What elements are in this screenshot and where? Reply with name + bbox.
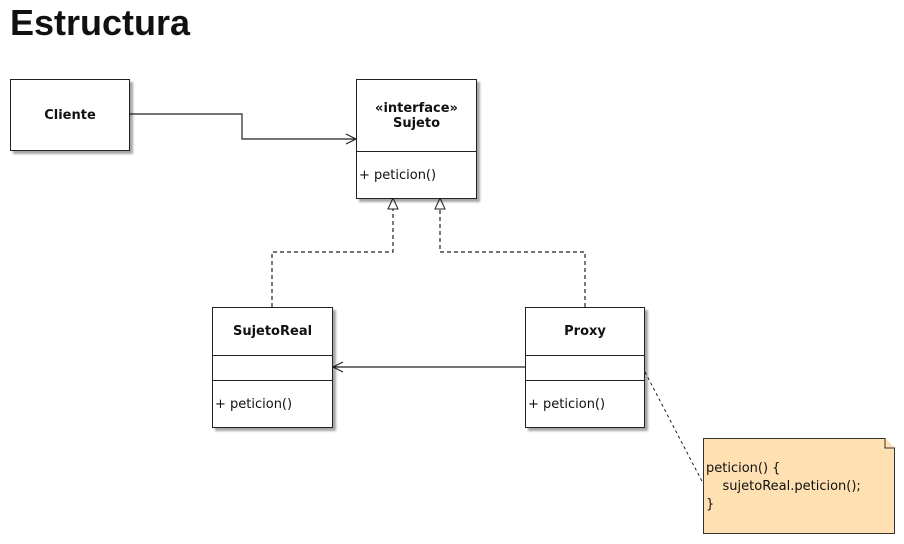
realization-proxy-sujeto xyxy=(434,196,586,307)
class-cliente[interactable]: Cliente xyxy=(10,79,130,151)
page-title: Estructura xyxy=(10,2,191,43)
class-sujetoreal-operation: + peticion() xyxy=(213,380,332,427)
class-sujetoreal[interactable]: SujetoReal + peticion() xyxy=(212,307,333,428)
note-fold-icon xyxy=(884,438,895,449)
note-line: } xyxy=(706,497,715,512)
interface-sujeto-header: «interface» Sujeto xyxy=(357,80,476,151)
interface-stereotype: «interface» xyxy=(375,100,458,116)
interface-sujeto[interactable]: «interface» Sujeto + peticion() xyxy=(356,79,477,199)
class-proxy-attributes xyxy=(526,355,644,380)
association-cliente-sujeto xyxy=(129,113,356,139)
class-proxy-name: Proxy xyxy=(564,324,606,339)
realization-sujetoreal-sujeto xyxy=(271,196,399,307)
class-cliente-name: Cliente xyxy=(44,107,96,123)
class-proxy-operation: + peticion() xyxy=(526,380,644,427)
interface-sujeto-operation: + peticion() xyxy=(357,151,476,198)
note-line: peticion() { xyxy=(706,461,781,476)
interface-sujeto-name: Sujeto xyxy=(392,115,441,131)
note-anchor-line xyxy=(644,371,706,488)
note-line: sujetoReal.peticion(); xyxy=(706,479,861,494)
class-sujetoreal-name: SujetoReal xyxy=(232,324,313,339)
class-sujetoreal-attributes xyxy=(213,355,332,380)
class-proxy[interactable]: Proxy + peticion() xyxy=(525,307,645,428)
code-note[interactable]: peticion() { sujetoReal.peticion(); } xyxy=(703,438,895,534)
